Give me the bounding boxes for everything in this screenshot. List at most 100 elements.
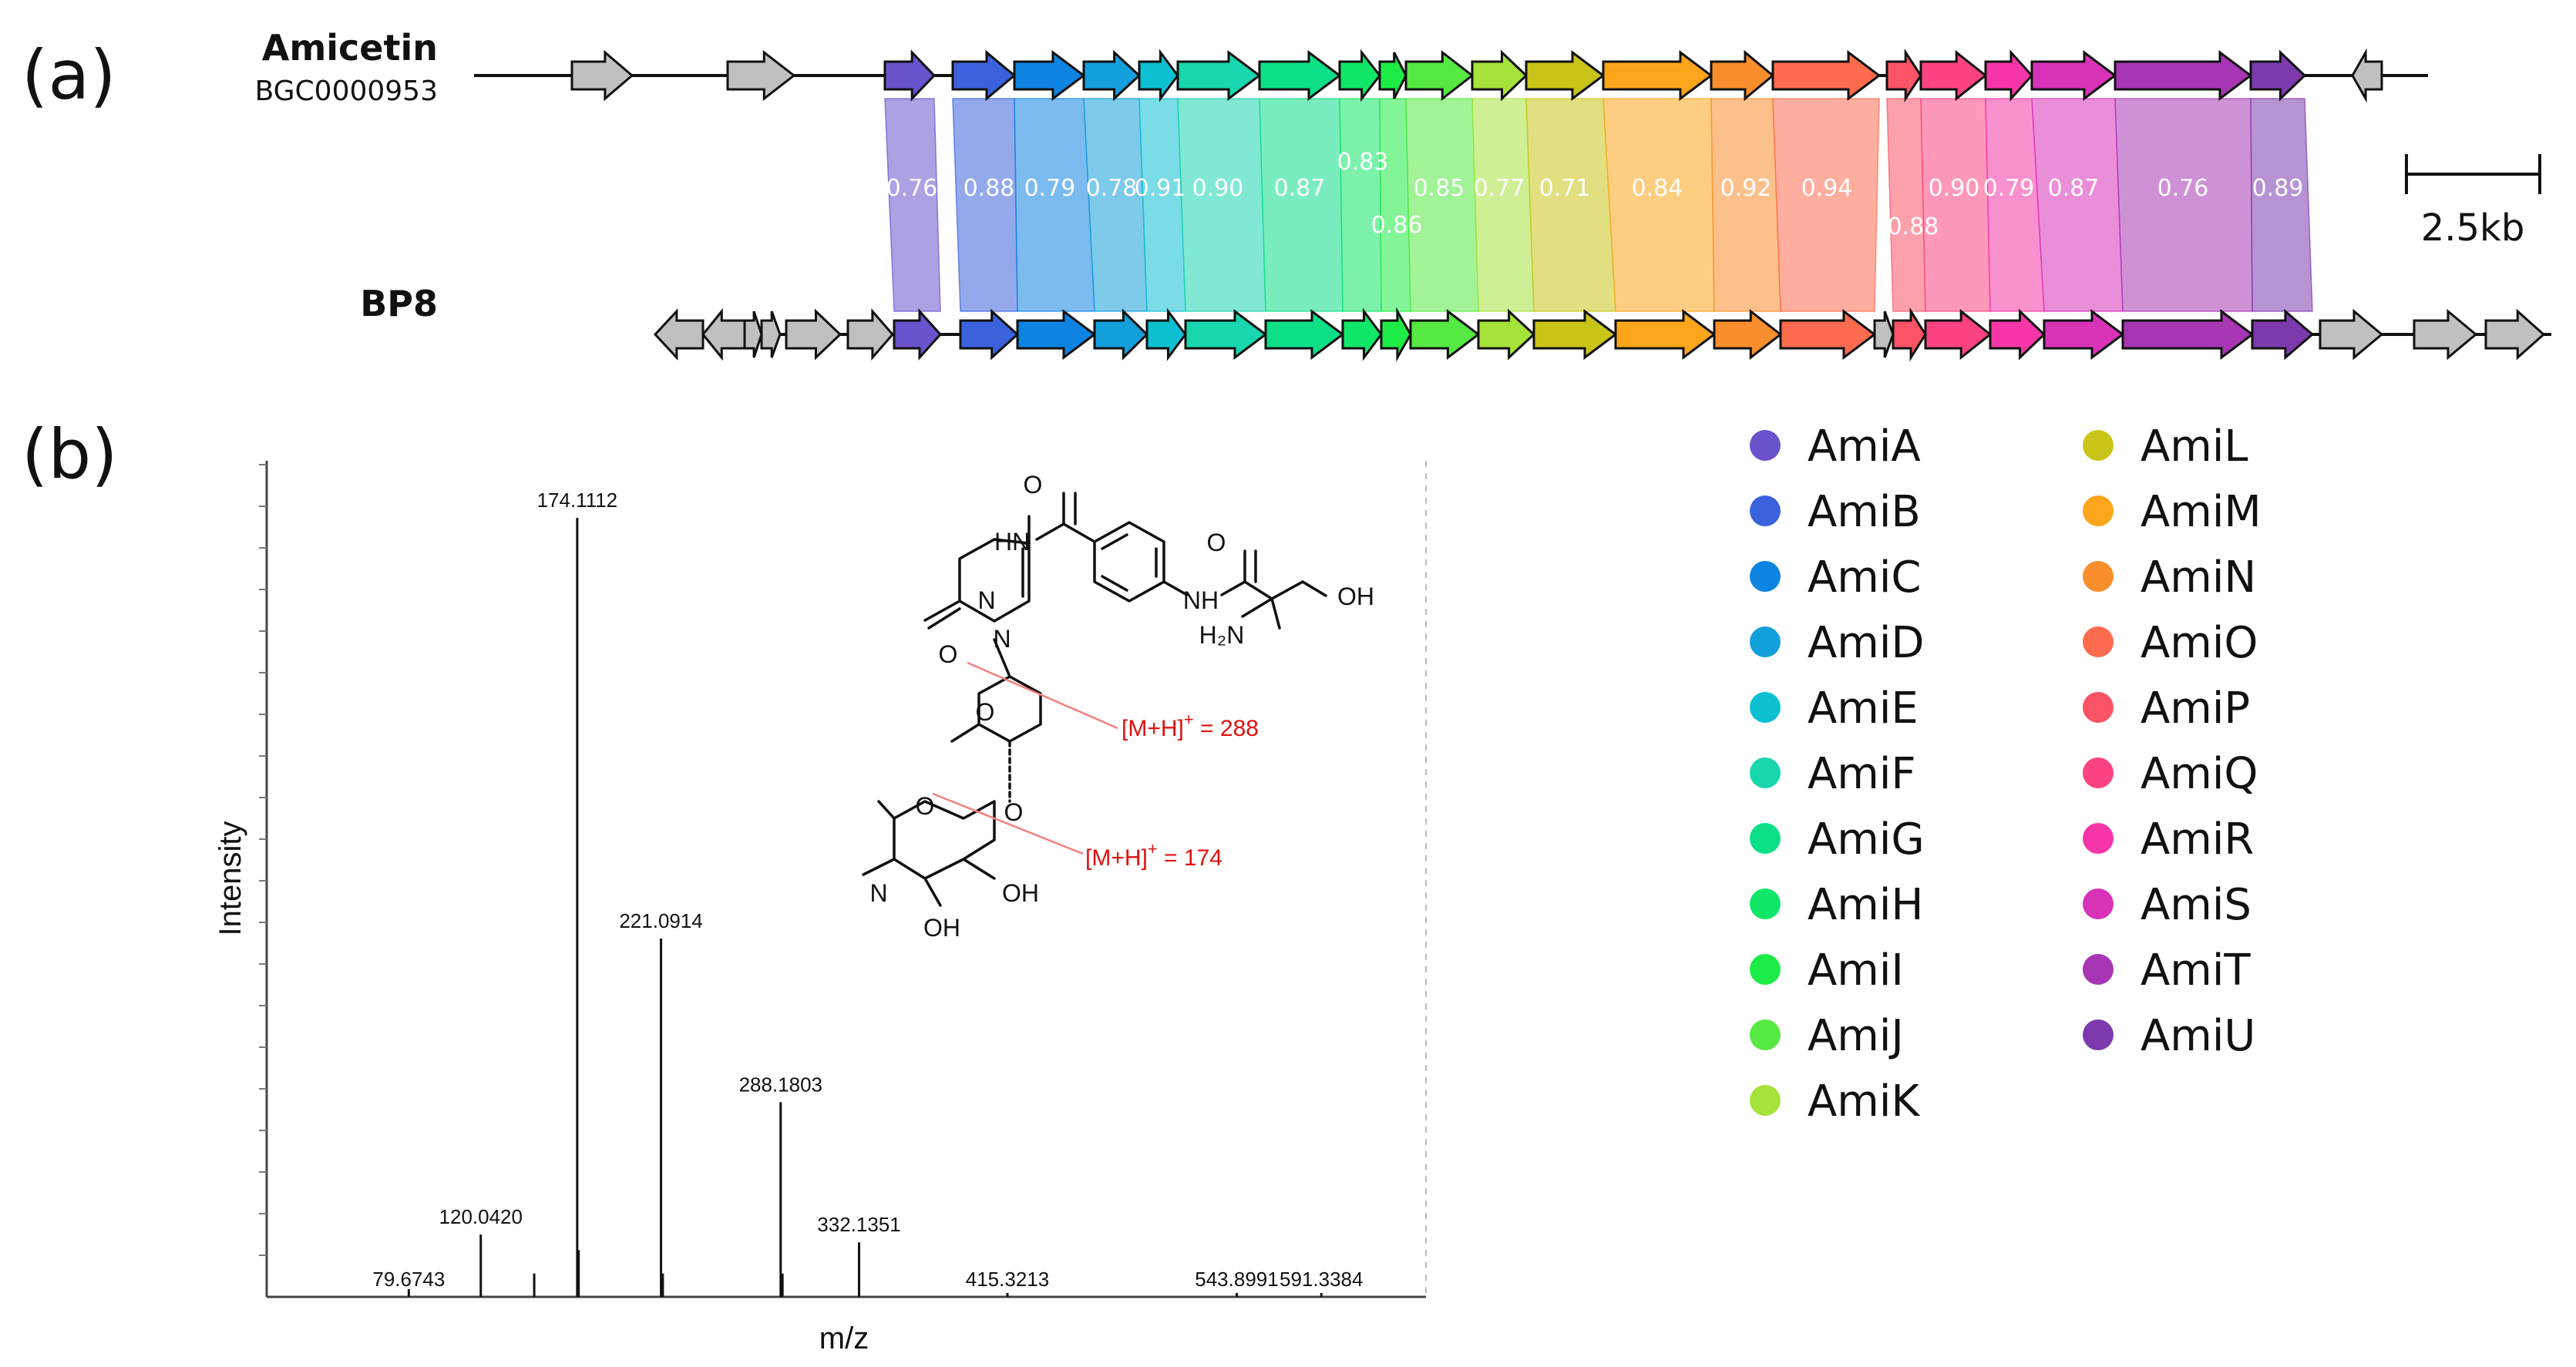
homology-link-amiu bbox=[2250, 98, 2313, 312]
peak-label: 591.3384 bbox=[1280, 1268, 1363, 1291]
y-axis-label: Intensity bbox=[214, 821, 247, 936]
gene-arrow-bottom-amip bbox=[1892, 307, 1927, 362]
identity-amia: 0.76 bbox=[886, 175, 938, 202]
gene-arrow-bottom-amio bbox=[1779, 309, 1877, 360]
peak-label: 415.3213 bbox=[966, 1268, 1049, 1291]
legend-label-amim: AmiM bbox=[2141, 487, 2262, 537]
legend-label-amik: AmiK bbox=[1808, 1076, 1920, 1127]
gene-arrow-top-amio bbox=[1771, 50, 1882, 101]
svg-text:N: N bbox=[869, 879, 887, 907]
benzene-ring bbox=[1093, 521, 1165, 603]
legend-label-amis: AmiS bbox=[2141, 880, 2251, 930]
gene-arrow-top-other bbox=[570, 49, 634, 102]
identity-amic: 0.79 bbox=[1024, 175, 1076, 202]
svg-text:O: O bbox=[976, 698, 995, 726]
gene-arrow-bottom-amii bbox=[1380, 307, 1412, 362]
homology-link-amij bbox=[1405, 98, 1479, 312]
legend-swatch-amiq bbox=[2083, 757, 2114, 788]
gene-arrow-bottom-amik bbox=[1477, 308, 1536, 361]
legend-swatch-amil bbox=[2083, 430, 2114, 461]
gene-arrow-bottom-other bbox=[1873, 311, 1895, 358]
legend-swatch-amit bbox=[2083, 954, 2114, 985]
gene-arrow-bottom-other bbox=[2484, 308, 2546, 361]
gene-arrow-bottom-amif bbox=[1184, 309, 1268, 360]
peak-label: 288.1803 bbox=[739, 1073, 822, 1096]
legend-swatch-amif bbox=[1750, 757, 1781, 788]
identity-amir: 0.79 bbox=[1983, 175, 2035, 202]
legend-swatch-amim bbox=[2083, 495, 2114, 526]
fragment-174-label: [M+H]+ = 174 bbox=[1085, 839, 1222, 871]
gene-arrow-top-amid bbox=[1082, 49, 1142, 102]
svg-text:O: O bbox=[939, 640, 958, 668]
legend-label-amiq: AmiQ bbox=[2141, 749, 2258, 799]
gene-arrow-bottom-amir bbox=[1989, 308, 2046, 361]
gene-arrow-top-amil bbox=[1525, 50, 1606, 101]
gene-arrow-bottom-amij bbox=[1409, 308, 1481, 361]
legend-label-amii: AmiI bbox=[1808, 945, 1904, 996]
homology-link-amim bbox=[1602, 98, 1715, 312]
gene-arrow-bottom-amid bbox=[1093, 308, 1149, 361]
legend-swatch-amie bbox=[1750, 692, 1781, 723]
homology-link-amik bbox=[1471, 98, 1535, 312]
ms-spectrum: 79.6743120.0420174.1112221.0914288.18033… bbox=[214, 461, 1427, 1355]
gene-arrow-top-amic bbox=[1013, 50, 1086, 101]
identity-amip: 0.88 bbox=[1888, 213, 1939, 240]
identity-amit: 0.76 bbox=[2157, 175, 2209, 202]
svg-text:NH: NH bbox=[1183, 586, 1219, 614]
gene-arrow-bottom-other bbox=[785, 308, 842, 361]
panel-a-label: (a) bbox=[22, 35, 116, 115]
legend-swatch-amih bbox=[1750, 888, 1781, 919]
svg-text:H₂N: H₂N bbox=[1199, 621, 1245, 649]
gene-arrow-top-amip bbox=[1885, 49, 1922, 102]
svg-text:OH: OH bbox=[1002, 879, 1039, 907]
gene-arrow-bottom-amie bbox=[1145, 307, 1187, 361]
homology-link-amig bbox=[1259, 98, 1343, 312]
legend-label-amih: AmiH bbox=[1808, 880, 1924, 930]
peak-labels: 79.6743120.0420174.1112221.0914288.18033… bbox=[372, 489, 1363, 1291]
peak-label: 79.6743 bbox=[372, 1268, 445, 1291]
gene-arrow-bottom-amis bbox=[2043, 309, 2125, 360]
legend-swatch-amid bbox=[1750, 626, 1781, 657]
peak-label: 221.0914 bbox=[619, 909, 702, 932]
svg-text:O: O bbox=[916, 792, 935, 820]
gene-arrow-bottom-amit bbox=[2121, 309, 2255, 360]
legend-label-amia: AmiA bbox=[1808, 422, 1921, 472]
fragment-174-line bbox=[932, 792, 1084, 855]
gene-arrow-bottom-amig bbox=[1264, 309, 1345, 360]
homology-link-amih bbox=[1339, 98, 1382, 312]
legend-label-amie: AmiE bbox=[1808, 684, 1919, 734]
legend-swatch-amir bbox=[2083, 823, 2114, 854]
panel-b-label: (b) bbox=[22, 415, 118, 494]
identity-amif: 0.90 bbox=[1192, 175, 1244, 202]
legend-label-amir: AmiR bbox=[2141, 814, 2254, 865]
scale-label: 2.5kb bbox=[2421, 207, 2525, 250]
gene-arrow-top-amii bbox=[1378, 52, 1407, 99]
identity-amis: 0.87 bbox=[2048, 175, 2100, 202]
scale-bar: 2.5kb bbox=[2405, 154, 2541, 250]
identity-amih: 0.83 bbox=[1337, 149, 1389, 176]
homology-link-amii bbox=[1379, 98, 1411, 312]
gene-arrow-bottom-amiu bbox=[2251, 308, 2315, 361]
svg-text:O: O bbox=[1207, 529, 1226, 556]
homology-link-amil bbox=[1525, 98, 1616, 312]
legend-swatch-amij bbox=[1750, 1019, 1781, 1050]
legend-swatch-amic bbox=[1750, 561, 1781, 592]
gene-arrow-bottom-other bbox=[743, 311, 763, 358]
gene-arrow-top-amia bbox=[883, 49, 937, 102]
structure-labels: HN O N N O NH O H₂N OH O O O N OH OH [M+… bbox=[869, 471, 1374, 942]
legend-label-amip: AmiP bbox=[2141, 684, 2250, 734]
gene-arrow-top-amiu bbox=[2249, 49, 2307, 102]
identity-amiu: 0.89 bbox=[2252, 175, 2304, 202]
gene-arrow-top-amif bbox=[1176, 50, 1262, 101]
gene-arrow-bottom-amic bbox=[1016, 309, 1097, 360]
homology-link-amin bbox=[1710, 98, 1781, 312]
identity-amio: 0.94 bbox=[1801, 175, 1853, 202]
identity-amii: 0.86 bbox=[1371, 212, 1423, 239]
svg-text:OH: OH bbox=[923, 914, 960, 942]
svg-text:HN: HN bbox=[994, 528, 1030, 556]
legend-label-amib: AmiB bbox=[1808, 487, 1921, 537]
gene-arrow-top-amin bbox=[1710, 49, 1775, 102]
legend-swatch-amip bbox=[2083, 692, 2114, 723]
